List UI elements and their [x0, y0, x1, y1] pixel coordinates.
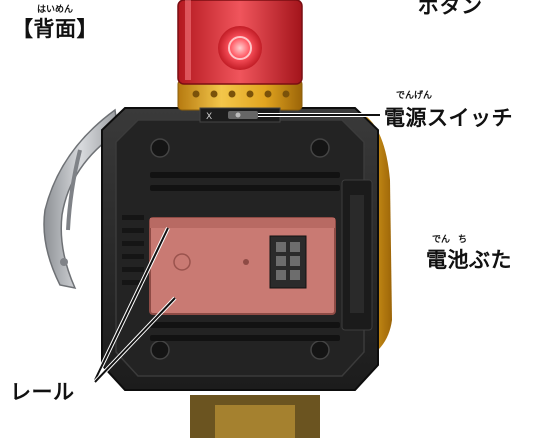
button-label: ボタン	[418, 0, 483, 18]
switch-mark: X	[206, 112, 212, 122]
rail-label: レール	[10, 380, 75, 404]
battery-cover-label: 電池ぶた	[426, 248, 512, 272]
battery-cover-reading-1: でん	[432, 235, 451, 245]
page-heading: 【背面】	[12, 17, 98, 41]
power-switch-reading: でんげん	[396, 91, 433, 101]
heading-reading: はいめん	[37, 5, 74, 15]
light-bulb	[218, 26, 262, 70]
battery-cover[interactable]	[149, 217, 336, 315]
power-switch-label: 電源スイッチ	[384, 106, 513, 130]
battery-cover-latch	[269, 235, 307, 289]
power-switch[interactable]	[228, 111, 258, 119]
battery-cover-reading-2: ち	[458, 235, 468, 245]
